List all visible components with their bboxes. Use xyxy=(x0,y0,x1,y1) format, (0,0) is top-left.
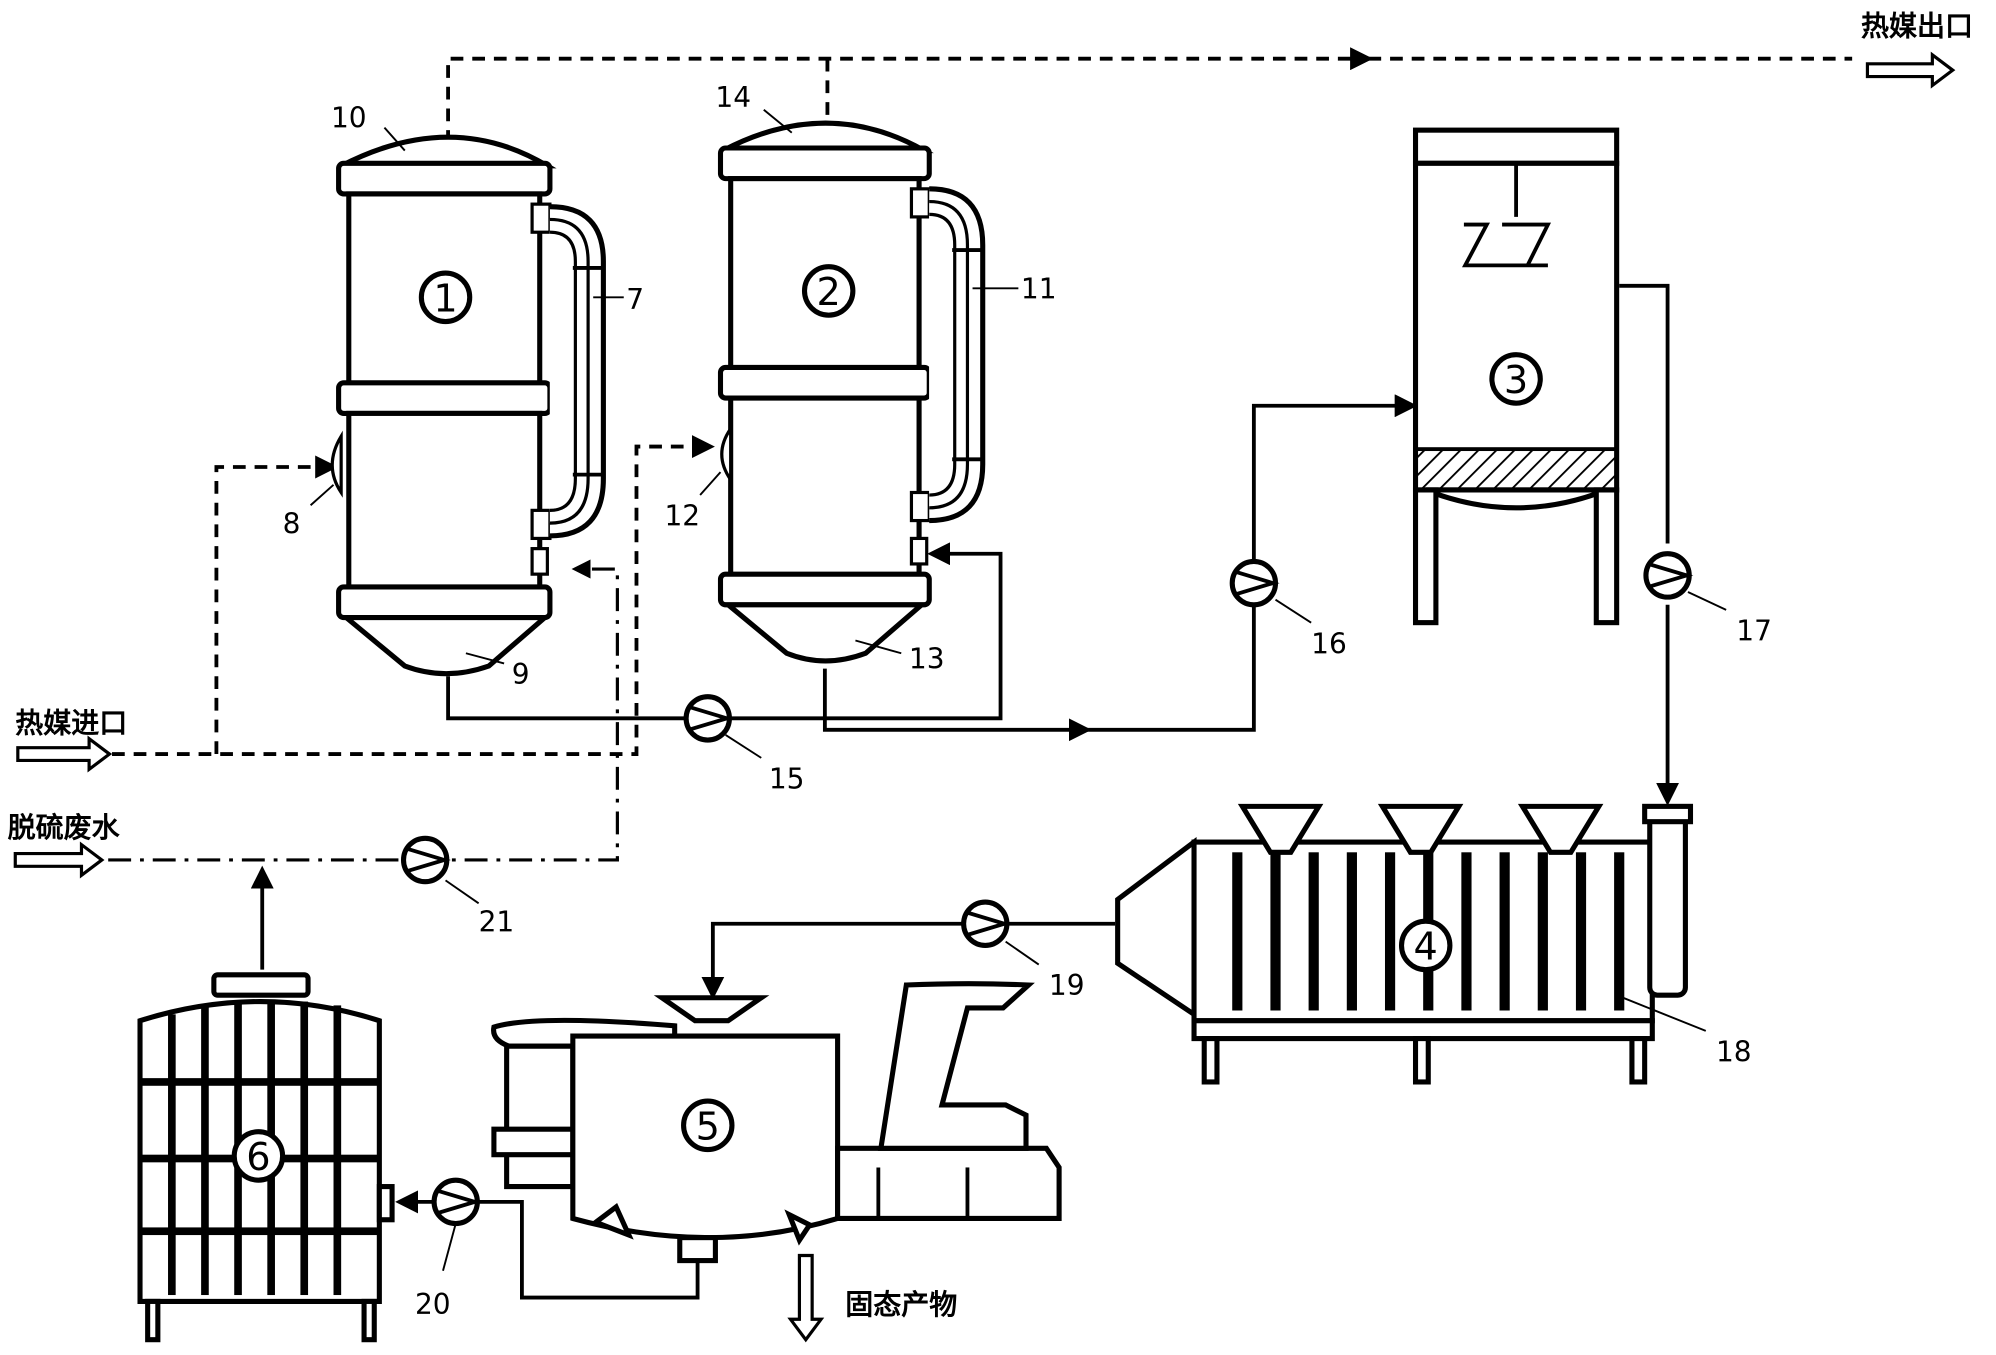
label-15: 15 xyxy=(769,762,805,795)
pipe-19-to-5 xyxy=(701,921,965,1000)
label-14: 14 xyxy=(715,81,751,114)
label-7: 7 xyxy=(626,283,644,316)
pump-19 xyxy=(961,899,1012,948)
mixer-5: 5 xyxy=(491,981,1062,1264)
equipment-1-label: 1 xyxy=(433,277,457,321)
pump-15 xyxy=(683,694,734,743)
equipment-3-badge xyxy=(1489,352,1543,406)
label-20: 20 xyxy=(415,1288,451,1321)
label-21: 21 xyxy=(479,905,515,938)
equipment-6-badge xyxy=(231,1129,286,1183)
label-17: 17 xyxy=(1736,614,1772,647)
equipment-4-badge xyxy=(1398,918,1453,973)
cone-13 xyxy=(721,602,929,664)
nozzle-8 xyxy=(330,430,343,498)
solid-product-label: 固态产物 xyxy=(845,1288,957,1321)
pipe-9-to-15 xyxy=(446,676,688,721)
nozzle-12 xyxy=(720,423,733,485)
label-12: 12 xyxy=(664,500,700,533)
dryer-4: 4 xyxy=(1115,803,1694,1085)
filter-bed xyxy=(1413,447,1619,492)
heat-out-pipe xyxy=(446,56,1369,143)
pump-20 xyxy=(431,1177,482,1227)
equipment-5-label: 5 xyxy=(696,1105,720,1149)
dome-14 xyxy=(721,120,934,154)
label-10: 10 xyxy=(331,102,367,135)
label-16: 16 xyxy=(1311,627,1347,660)
heat-in-arrow xyxy=(16,735,113,773)
pump-21 xyxy=(400,835,451,885)
equipment-5-badge xyxy=(681,1098,735,1153)
pipe-5-to-20 xyxy=(473,1199,700,1300)
pipe-network xyxy=(108,47,1853,1300)
wastewater-pipe xyxy=(108,559,619,862)
pipe-16-to-3 xyxy=(1251,394,1418,562)
equipment-2-label: 2 xyxy=(817,271,841,315)
evaporator-1: 1 xyxy=(330,134,606,677)
pipe-15-to-2 xyxy=(730,542,1003,721)
dome-10 xyxy=(339,134,557,169)
storage-tank-6: 6 xyxy=(137,972,395,1343)
equipment-4-label: 4 xyxy=(1414,925,1438,969)
pipe-to-16 xyxy=(1088,604,1256,732)
equipment-1-badge xyxy=(418,270,473,325)
heat-in-pipe-to-12 xyxy=(112,435,715,756)
heat-out-arrow xyxy=(1865,51,1956,89)
pipe-3-to-17 xyxy=(1619,283,1670,544)
wastewater-in-arrow xyxy=(13,841,105,879)
pipe-13-out xyxy=(822,668,1089,732)
label-11: 11 xyxy=(1021,273,1057,306)
label-9: 9 xyxy=(512,658,530,691)
settling-tank-3: 3 xyxy=(1412,127,1620,626)
heat-in-label: 热媒进口 xyxy=(15,706,127,739)
label-18: 18 xyxy=(1716,1036,1752,1069)
equipment-3-label: 3 xyxy=(1504,359,1528,403)
pump-16 xyxy=(1229,558,1280,608)
heat-out-label: 热媒出口 xyxy=(1861,10,1973,43)
label-13: 13 xyxy=(909,643,945,676)
label-19: 19 xyxy=(1049,969,1085,1002)
cone-9 xyxy=(339,614,552,677)
solid-out-arrow xyxy=(787,1253,825,1343)
wastewater-label: 脱硫废水 xyxy=(8,811,121,844)
label-8: 8 xyxy=(283,507,301,540)
equipment-2-badge xyxy=(801,264,856,318)
leader-lines xyxy=(309,108,1727,1272)
pump-17 xyxy=(1643,551,1694,600)
equipment-6-label: 6 xyxy=(246,1136,270,1180)
heat-in-pipe-to-8 xyxy=(214,455,339,755)
evaporator-2: 2 xyxy=(717,120,986,664)
